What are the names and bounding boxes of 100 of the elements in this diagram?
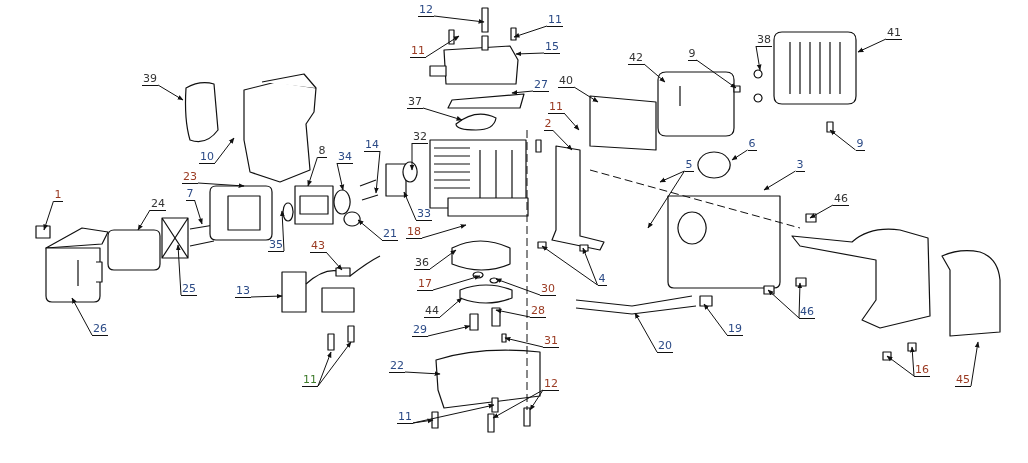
leader-line (731, 149, 748, 161)
callout-number: 9 (855, 137, 865, 151)
callout-number: 46 (799, 305, 815, 319)
callout-number: 11 (548, 100, 564, 114)
callout-number: 26 (92, 322, 108, 336)
callout-number: 34 (337, 150, 353, 164)
leader-line (317, 351, 332, 387)
callout-number: 3 (795, 158, 805, 172)
leader-line (357, 219, 383, 241)
callout-number: 41 (886, 26, 902, 40)
leader-line (495, 278, 541, 296)
leader-line (214, 137, 235, 164)
callout-number: 24 (150, 197, 166, 211)
leader-line (647, 170, 685, 229)
leader-line (336, 162, 345, 191)
leader-line (374, 150, 381, 194)
callout-number: 11 (302, 373, 318, 387)
leader-line (511, 90, 534, 95)
callout-number: 1 (53, 188, 63, 202)
leader-line (432, 275, 481, 291)
callout-number: 12 (543, 377, 559, 391)
callout-number: 21 (382, 227, 398, 241)
callout-number: 4 (597, 272, 607, 286)
leader-line (910, 346, 915, 377)
leader-line (403, 191, 417, 221)
callout-number: 10 (199, 150, 215, 164)
leader-line (703, 303, 728, 336)
leader-line (552, 129, 573, 151)
callout-number: 44 (424, 304, 440, 318)
callout-number: 25 (181, 282, 197, 296)
leader-line (325, 251, 343, 271)
callout-number: 27 (533, 78, 549, 92)
leader-line (515, 51, 545, 57)
callout-number: 17 (417, 277, 433, 291)
callout-number: 38 (756, 33, 772, 47)
leader-line (857, 38, 887, 53)
callout-number: 32 (412, 130, 428, 144)
callout-number: 15 (544, 40, 560, 54)
leader-line (829, 129, 856, 151)
leader-line (767, 289, 800, 319)
callout-number: 35 (268, 238, 284, 252)
callout-number: 28 (530, 304, 546, 318)
callout-number: 13 (235, 284, 251, 298)
leader-line (763, 170, 796, 191)
leader-line (563, 112, 580, 131)
callout-number: 46 (833, 192, 849, 206)
leader-line (541, 245, 598, 286)
callout-number: 39 (142, 72, 158, 86)
callout-number: 37 (407, 95, 423, 109)
callout-number: 12 (418, 3, 434, 17)
callout-number: 40 (558, 74, 574, 88)
leader-line (504, 336, 544, 348)
leader-line (659, 170, 685, 183)
leader-line (797, 282, 803, 319)
callout-number: 5 (684, 158, 694, 172)
leader-line (429, 249, 457, 270)
leader-line (696, 59, 737, 89)
callout-number: 2 (543, 117, 553, 131)
leader-line (317, 341, 352, 387)
leader-line (634, 312, 658, 353)
leader-line (250, 293, 283, 299)
leader-line (412, 403, 495, 424)
callout-number: 14 (364, 138, 380, 152)
leader-line (529, 389, 544, 411)
leader-line (513, 25, 548, 38)
leader-line (809, 204, 834, 219)
callout-number: 20 (657, 339, 673, 353)
callout-number: 45 (955, 373, 971, 387)
leader-line (409, 142, 415, 171)
leader-line (197, 182, 245, 189)
callout-number: 18 (406, 225, 422, 239)
leader-line (433, 15, 485, 24)
leader-line (421, 224, 467, 239)
leader-line (279, 210, 285, 252)
callout-number: 33 (416, 207, 432, 221)
callout-number: 42 (628, 51, 644, 65)
leader-line (643, 63, 666, 83)
callout-number: 31 (543, 334, 559, 348)
callout-number: 8 (317, 144, 327, 158)
leader-line (495, 308, 531, 318)
callout-number: 11 (547, 13, 563, 27)
leader-line (492, 389, 544, 419)
callout-number: 43 (310, 239, 326, 253)
leader-line (886, 355, 915, 377)
leader-line (137, 209, 151, 231)
callout-number: 19 (727, 322, 743, 336)
callout-number: 16 (914, 363, 930, 377)
leader-line (422, 107, 463, 121)
leader-line (43, 200, 54, 231)
leader-line (71, 297, 93, 336)
leader-line (404, 371, 441, 377)
leader-line (425, 35, 460, 58)
leader-line (439, 297, 463, 318)
leader-line (970, 341, 980, 387)
callout-number: 36 (414, 256, 430, 270)
callout-number: 30 (540, 282, 556, 296)
leader-line (755, 45, 762, 71)
leader-line (157, 84, 184, 101)
callout-number: 7 (185, 187, 195, 201)
callout-number: 22 (389, 359, 405, 373)
